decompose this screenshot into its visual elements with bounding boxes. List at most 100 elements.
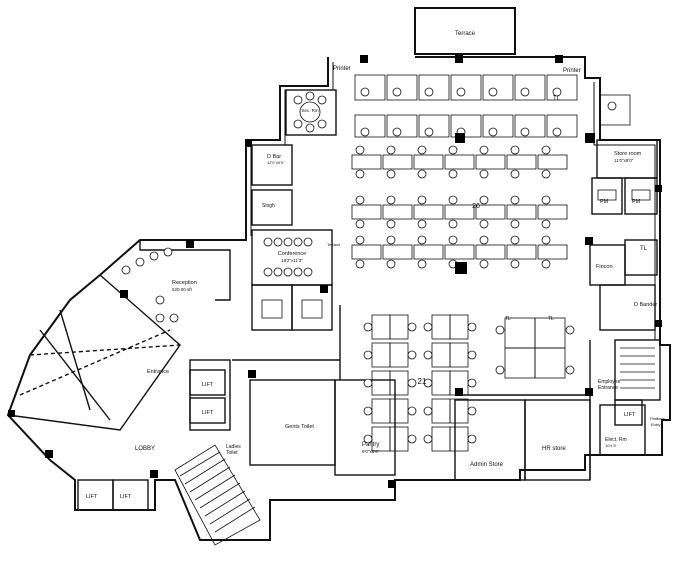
- workstation-desk: [506, 244, 537, 260]
- chair-icon: [360, 87, 370, 97]
- workstation-desk: [450, 114, 482, 138]
- chair-icon: [407, 350, 417, 360]
- chair-icon: [283, 267, 293, 277]
- chair-icon: [495, 325, 505, 335]
- lobby-label: LOBBY: [135, 446, 155, 452]
- workstation-desk: [449, 426, 469, 452]
- workstation-desk: [389, 342, 409, 368]
- round-table: [299, 101, 321, 123]
- chair-icon: [293, 95, 303, 105]
- chair-icon: [263, 267, 273, 277]
- workstation-desk: [382, 204, 413, 220]
- workstation-desk: [418, 114, 450, 138]
- workstation-desk: [261, 299, 283, 319]
- workstation-desk: [413, 244, 444, 260]
- chair-icon: [552, 127, 562, 137]
- chair-icon: [423, 378, 433, 388]
- chair-icon: [423, 406, 433, 416]
- workstation-desk: [504, 347, 536, 379]
- workstation-desk: [482, 74, 514, 101]
- workstation-desk: [546, 74, 578, 101]
- chair-icon: [293, 267, 303, 277]
- chair-icon: [479, 259, 489, 269]
- outer-walls: [6, 7, 671, 541]
- chair-icon: [360, 127, 370, 137]
- ladies-toilet-2: Toilet: [226, 450, 238, 456]
- chair-icon: [448, 145, 458, 155]
- elect-rm-dim: 10'x 5': [605, 443, 617, 448]
- chair-icon: [363, 378, 373, 388]
- workstation-desk: [386, 114, 418, 138]
- workstation-desk: [597, 189, 617, 201]
- chair-icon: [417, 145, 427, 155]
- entrance-label: Entrance: [147, 369, 169, 375]
- pm-2-label: PM: [632, 199, 641, 205]
- chair-icon: [155, 313, 165, 323]
- chair-icon: [305, 91, 315, 101]
- workstation-desk: [546, 114, 578, 138]
- chair-icon: [467, 406, 477, 416]
- chair-icon: [155, 295, 165, 305]
- chair-icon: [363, 434, 373, 444]
- workstation-desk: [537, 244, 568, 260]
- workstation-desk: [450, 74, 482, 101]
- d-bander-label: D Bander: [634, 302, 657, 308]
- chair-icon: [456, 87, 466, 97]
- chair-icon: [479, 219, 489, 229]
- lift-2-label: LIFT: [202, 410, 214, 416]
- workstation-desk: [514, 114, 546, 138]
- workstation-desk: [431, 314, 451, 340]
- workstation-desk: [506, 154, 537, 170]
- chair-icon: [317, 95, 327, 105]
- pm-1-label: PM: [600, 199, 609, 205]
- workstation-desk: [413, 154, 444, 170]
- workstation-desk: [418, 74, 450, 101]
- hr-store-label: HR store: [542, 446, 566, 452]
- chair-icon: [263, 237, 273, 247]
- workstation-desk: [449, 314, 469, 340]
- chair-icon: [448, 219, 458, 229]
- chair-icon: [135, 257, 145, 267]
- lift-shaft-1: [189, 369, 226, 396]
- terrace-outline: [414, 7, 516, 55]
- chair-icon: [495, 365, 505, 375]
- chair-icon: [317, 119, 327, 129]
- interior-partitions: [7, 89, 661, 511]
- workstation-desk: [444, 204, 475, 220]
- workstation-desk: [482, 114, 514, 138]
- employee-entrance-1: Employee: [598, 379, 620, 385]
- admin-store-room: [454, 399, 526, 481]
- chair-icon: [386, 195, 396, 205]
- workstation-desk: [631, 189, 651, 201]
- lift-5-label: LIFT: [624, 412, 636, 418]
- lift-shaft-2: [189, 397, 226, 424]
- structural-columns: [8, 55, 662, 488]
- d-bander-room: [599, 284, 656, 331]
- workstation-desk: [534, 347, 566, 379]
- singh-room: [251, 189, 293, 226]
- chair-icon: [363, 406, 373, 416]
- workstation-clusters: [121, 74, 651, 452]
- workstation-desk: [431, 398, 451, 424]
- tl-cluster-2: TL: [548, 316, 554, 322]
- inner-wall-b: [593, 82, 656, 340]
- chair-icon: [520, 127, 530, 137]
- entrance-canopy: [7, 274, 181, 431]
- chair-icon: [423, 434, 433, 444]
- meeting-room-top: [285, 89, 337, 136]
- workstation-desk: [382, 154, 413, 170]
- chair-icon: [467, 434, 477, 444]
- chair-icon: [541, 219, 551, 229]
- lift-4-label: LIFT: [120, 494, 132, 500]
- chair-icon: [417, 259, 427, 269]
- lift-3-label: LIFT: [86, 494, 98, 500]
- d-bar-label: D Bar: [267, 154, 281, 160]
- workstation-desk: [389, 370, 409, 396]
- chair-icon: [355, 195, 365, 205]
- right-stair-block: [614, 339, 661, 401]
- workstation-desk: [537, 204, 568, 220]
- tl-cluster-1: TL: [505, 316, 511, 322]
- building-outline: [6, 56, 671, 541]
- chair-icon: [407, 406, 417, 416]
- chair-icon: [386, 235, 396, 245]
